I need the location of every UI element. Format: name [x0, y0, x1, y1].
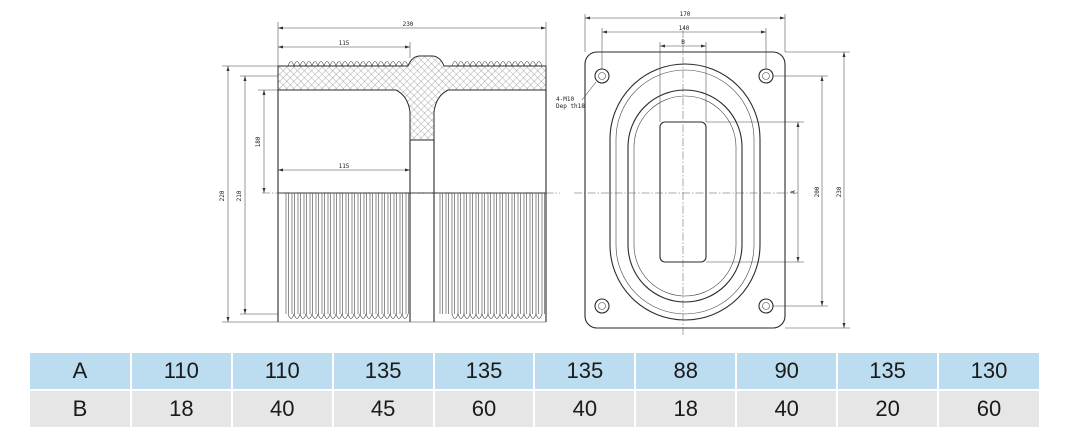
table-cell: 110	[129, 353, 232, 391]
table-cell: 45	[331, 390, 434, 427]
table-cell: 135	[331, 353, 434, 391]
dim-slot-height: A	[790, 190, 797, 194]
table-cell: 135	[836, 353, 939, 391]
table-cell: 40	[230, 390, 333, 427]
row-label: A	[30, 353, 131, 391]
lower-fins	[285, 193, 545, 314]
row-label: B	[30, 390, 131, 427]
front-view: 170 140 B A 200 230 4-M10 Dep t	[556, 11, 850, 336]
dim-upper-height: 180	[255, 136, 262, 147]
dim-front-overall-height: 230	[836, 186, 843, 197]
table-cell: 90	[735, 353, 838, 391]
table-cell: 20	[836, 390, 939, 427]
dim-overall-height: 220	[219, 190, 226, 201]
table-cell: 130	[937, 353, 1039, 391]
table-cell: 60	[432, 390, 535, 427]
table-cell: 135	[533, 353, 636, 391]
table-cell: 135	[432, 353, 535, 391]
table-cell: 60	[937, 390, 1039, 427]
t-cross-section	[277, 55, 547, 141]
dim-hole-spacing: 140	[679, 25, 690, 32]
table-cell: 110	[230, 353, 333, 391]
table-cell: 40	[735, 390, 838, 427]
side-view: 230 115 115 220 210 180	[219, 21, 560, 323]
dim-upper-half-width: 115	[339, 40, 350, 47]
dim-inner-height: 210	[236, 190, 243, 201]
hole-note-line2: Dep th18	[556, 103, 585, 110]
dim-lower-half-width: 115	[339, 163, 350, 170]
hole-note-line1: 4-M10	[556, 96, 574, 103]
table-cell: 40	[533, 390, 636, 427]
table-cell: 88	[634, 353, 737, 391]
dim-hole-vertical-spacing: 200	[814, 186, 821, 197]
mounting-holes	[594, 68, 774, 314]
dim-front-overall-width: 170	[680, 11, 691, 18]
dim-slot-width: B	[681, 39, 685, 46]
technical-drawing: 230 115 115 220 210 180	[219, 11, 850, 336]
table-cell: 18	[129, 390, 232, 427]
dim-overall-width: 230	[403, 21, 414, 28]
table-cell: 18	[634, 390, 737, 427]
